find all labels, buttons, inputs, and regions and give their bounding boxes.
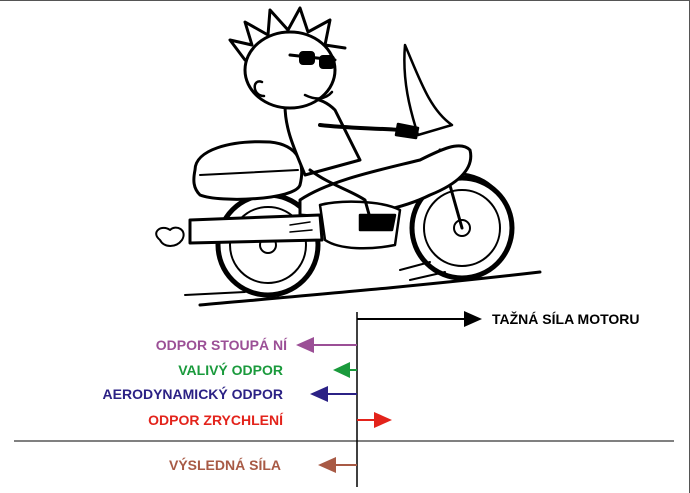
stoupani-arrowhead bbox=[296, 337, 314, 353]
tazna-label: TAŽNÁ SÍLA MOTORU bbox=[492, 310, 640, 327]
zrychleni-label: ODPOR ZRYCHLENÍ bbox=[148, 412, 284, 428]
aero-arrowhead bbox=[310, 386, 328, 402]
valivy-arrowhead bbox=[333, 362, 350, 378]
valivy-label: VALIVÝ ODPOR bbox=[178, 361, 283, 378]
tazna-arrowhead bbox=[464, 311, 482, 327]
stoupani-label: ODPOR STOUPÁ NÍ bbox=[156, 337, 288, 353]
motorcycle-illustration bbox=[155, 6, 542, 307]
aero-label: AERODYNAMICKÝ ODPOR bbox=[103, 385, 283, 402]
vysledna-arrowhead bbox=[318, 457, 336, 473]
vysledna-label: VÝSLEDNÁ SÍLA bbox=[169, 456, 281, 473]
zrychleni-arrowhead bbox=[374, 412, 392, 428]
